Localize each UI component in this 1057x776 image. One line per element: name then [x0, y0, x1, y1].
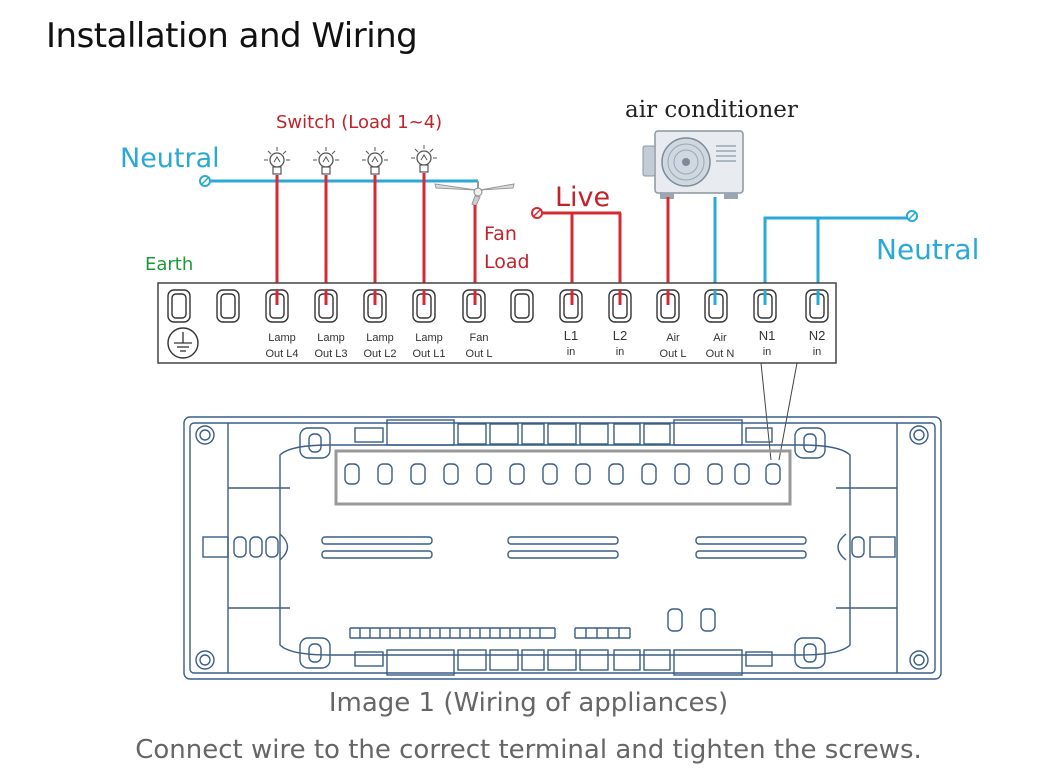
fan-load-label-line1: Fan — [484, 223, 517, 245]
instruction-text: Connect wire to the correct terminal and… — [135, 735, 922, 765]
bulb-icon — [313, 147, 339, 175]
load-wires — [275, 173, 477, 299]
figure-caption: Image 1 (Wiring of appliances) — [328, 688, 729, 718]
bulb-icon — [264, 147, 290, 175]
earth-ground-icon — [167, 327, 199, 359]
page-title: Installation and Wiring — [46, 16, 418, 56]
pointer-lines — [760, 362, 798, 461]
terminal-strip — [157, 282, 837, 364]
neutral-wire-left — [199, 175, 478, 187]
bulb-icon — [362, 147, 388, 175]
back-plate — [183, 416, 942, 680]
ceiling-fan-icon — [434, 181, 515, 207]
air-conditioner-label: air conditioner — [625, 97, 798, 123]
live-label: Live — [555, 182, 611, 213]
switch-load-label: Switch (Load 1~4) — [276, 112, 443, 133]
neutral-right-label: Neutral — [876, 233, 980, 266]
air-conditioner-icon — [642, 130, 744, 199]
back-plate-terminal-block — [334, 449, 792, 506]
bulb-icon — [411, 145, 437, 173]
fan-load-label-line2: Load — [484, 251, 530, 273]
neutral-left-label: Neutral — [120, 143, 220, 174]
earth-label: Earth — [145, 254, 194, 275]
